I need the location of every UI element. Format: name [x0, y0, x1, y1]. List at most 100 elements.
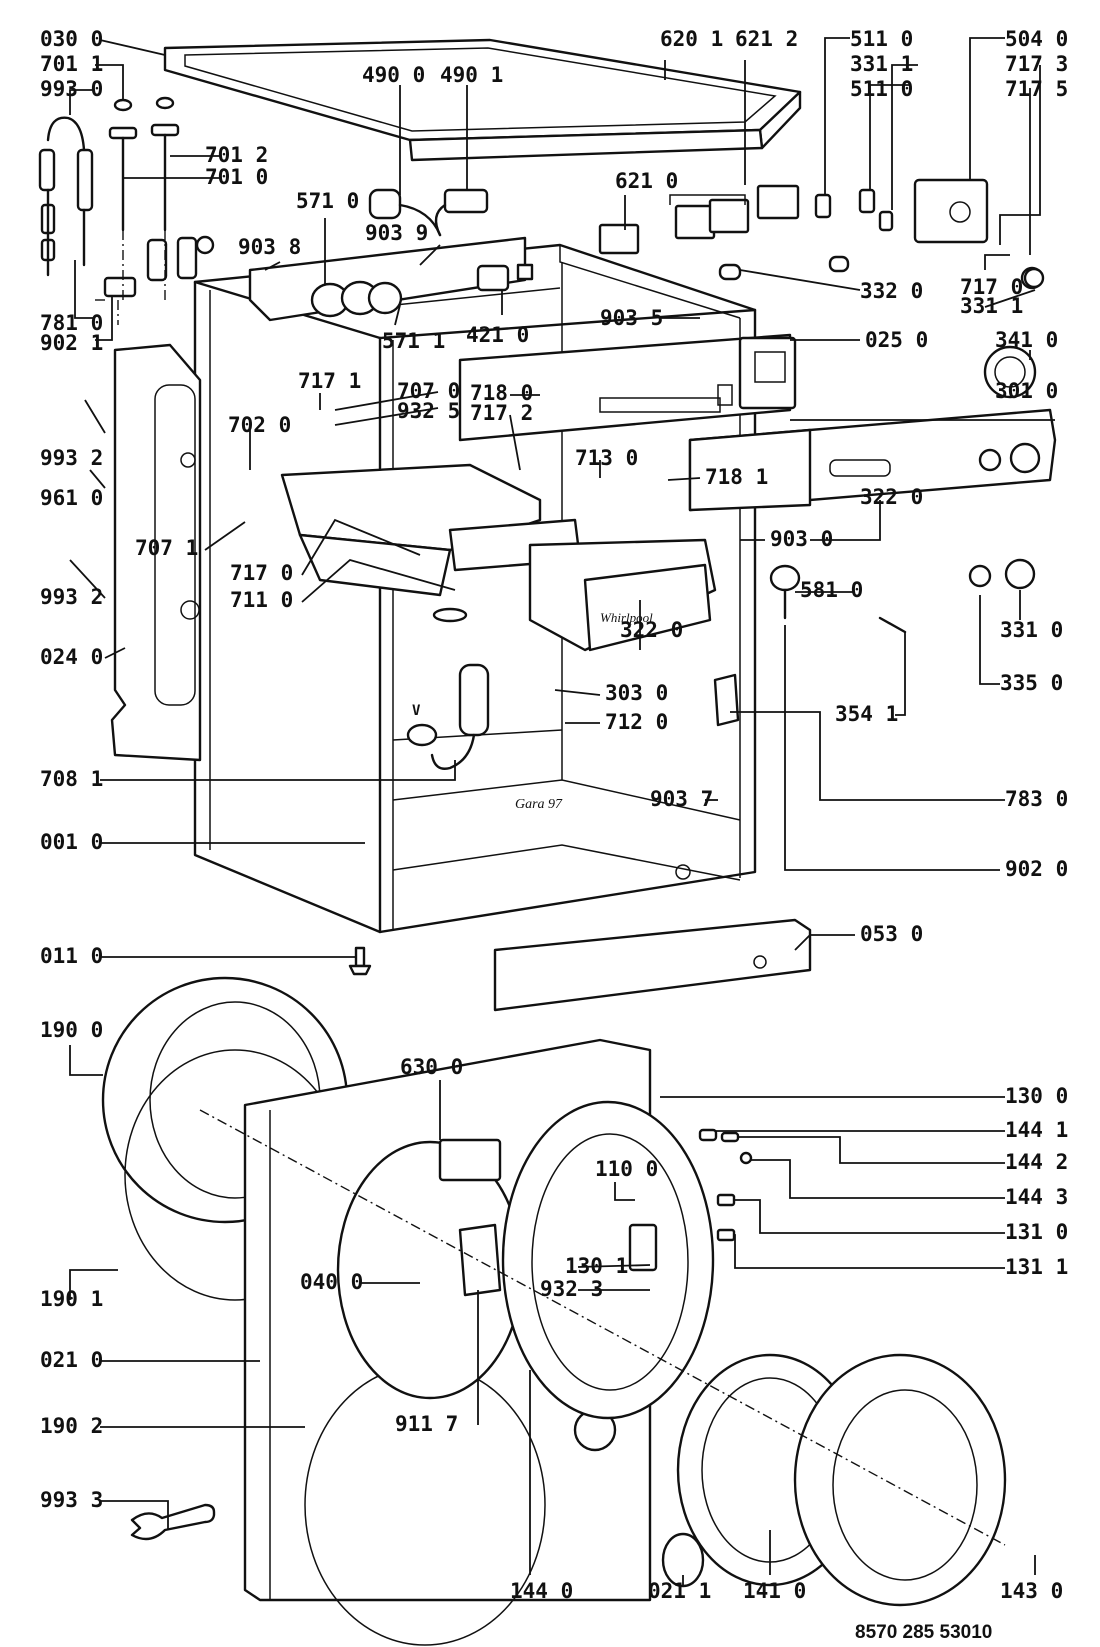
part-label-903-9: 903 9: [365, 221, 428, 245]
part-label-571-0: 571 0: [296, 189, 359, 213]
part-label-701-2: 701 2: [205, 143, 268, 167]
inner-top-panel: [248, 236, 534, 322]
part-label-144-2: 144 2: [1005, 1150, 1068, 1174]
part-label-511-0-b: 511 0: [850, 77, 913, 101]
part-label-143-0: 143 0: [1000, 1579, 1063, 1603]
door-outer-ring: [793, 1353, 1007, 1607]
part-label-713-0: 713 0: [575, 446, 638, 470]
part-label-630-0: 630 0: [400, 1055, 463, 1079]
part-label-708-1: 708 1: [40, 767, 103, 791]
part-label-421-0: 421 0: [466, 323, 529, 347]
part-label-902-1: 902 1: [40, 331, 103, 355]
part-label-303-0: 303 0: [605, 681, 668, 705]
part-label-490-1: 490 1: [440, 63, 503, 87]
part-label-717-2: 717 2: [470, 401, 533, 425]
part-label-717-0-a: 717 0: [960, 275, 1023, 299]
part-labels: 030 0 701 1 993 0 490 0 490 1 620 1 621 …: [40, 27, 1068, 1603]
part-label-581-0: 581 0: [800, 578, 863, 602]
part-label-707-1: 707 1: [135, 536, 198, 560]
part-label-301-0: 301 0: [995, 379, 1058, 403]
door-frame: [501, 1100, 715, 1420]
part-label-702-0: 702 0: [228, 413, 291, 437]
part-label-711-0: 711 0: [230, 588, 293, 612]
sump-hose: V: [406, 663, 490, 770]
part-label-717-0-b: 717 0: [230, 561, 293, 585]
part-label-783-0: 783 0: [1005, 787, 1068, 811]
detergent-drawer: Whirlpool: [528, 538, 717, 652]
inlet-valves: [108, 96, 215, 300]
part-label-712-0: 712 0: [605, 710, 668, 734]
part-label-701-1: 701 1: [40, 52, 103, 76]
part-label-932-5: 932 5: [397, 399, 460, 423]
part-label-335-0: 335 0: [1000, 671, 1063, 695]
part-label-571-1: 571 1: [382, 329, 445, 353]
part-label-701-0: 701 0: [205, 165, 268, 189]
hose-marker: V: [412, 703, 421, 719]
part-label-144-1: 144 1: [1005, 1118, 1068, 1142]
part-label-030-0: 030 0: [40, 27, 103, 51]
part-label-021-0: 021 0: [40, 1348, 103, 1372]
part-label-025-0: 025 0: [865, 328, 928, 352]
part-label-504-0: 504 0: [1005, 27, 1068, 51]
part-label-620-1: 620 1: [660, 27, 723, 51]
top-lid: [163, 38, 802, 162]
part-label-911-7: 911 7: [395, 1412, 458, 1436]
part-label-490-0: 490 0: [362, 63, 425, 87]
part-label-961-0: 961 0: [40, 486, 103, 510]
drawing: Gara 97: [38, 38, 1057, 1646]
part-label-190-0: 190 0: [40, 1018, 103, 1042]
part-label-902-0: 902 0: [1005, 857, 1068, 881]
spanner: [130, 1503, 216, 1541]
part-label-932-3: 932 3: [540, 1277, 603, 1301]
part-label-190-2: 190 2: [40, 1414, 103, 1438]
part-label-131-0: 131 0: [1005, 1220, 1068, 1244]
part-label-040-0: 040 0: [300, 1270, 363, 1294]
part-label-131-1: 131 1: [1005, 1255, 1068, 1279]
part-label-024-0: 024 0: [40, 645, 103, 669]
part-label-130-0: 130 0: [1005, 1084, 1068, 1108]
part-label-993-3: 993 3: [40, 1488, 103, 1512]
thermostat-dial: [983, 345, 1037, 399]
rear-panel: [110, 343, 202, 762]
part-label-718-1: 718 1: [705, 465, 768, 489]
part-label-190-1: 190 1: [40, 1287, 103, 1311]
part-label-903-8: 903 8: [238, 235, 301, 259]
part-label-110-0: 110 0: [595, 1157, 658, 1181]
part-label-001-0: 001 0: [40, 830, 103, 854]
part-label-130-1: 130 1: [565, 1254, 628, 1278]
fascia-panel: [688, 408, 1057, 512]
door-seal: [336, 1138, 524, 1400]
foot-screw: [348, 946, 372, 976]
wiring-harness: [368, 188, 489, 237]
switches-small: [718, 188, 894, 281]
part-label-341-0: 341 0: [995, 328, 1058, 352]
cabinet-stamp: Gara 97: [515, 797, 563, 812]
part-label-717-1: 717 1: [298, 369, 361, 393]
part-label-903-0: 903 0: [770, 527, 833, 551]
part-label-053-0: 053 0: [860, 922, 923, 946]
kickplate: [493, 918, 812, 1012]
document-number: 8570 285 53010: [855, 1622, 992, 1643]
part-label-993-2-b: 993 2: [40, 585, 103, 609]
part-label-717-5: 717 5: [1005, 77, 1068, 101]
part-label-707-0: 707 0: [397, 379, 460, 403]
part-label-621-2: 621 2: [735, 27, 798, 51]
inlet-hoses: [38, 116, 137, 325]
right-side-parts: [713, 558, 1036, 727]
part-label-354-1: 354 1: [835, 702, 898, 726]
cap: [661, 1532, 705, 1588]
part-label-331-1-a: 331 1: [850, 52, 913, 76]
part-label-331-0: 331 0: [1000, 618, 1063, 642]
electronic-modules: [598, 184, 800, 255]
part-label-781-0: 781 0: [40, 311, 103, 335]
hinge-parts: [698, 1128, 753, 1242]
part-label-141-0: 141 0: [743, 1579, 806, 1603]
part-label-331-1-b: 331 1: [960, 294, 1023, 318]
part-label-511-0-a: 511 0: [850, 27, 913, 51]
part-label-021-1: 021 1: [648, 1579, 711, 1603]
part-label-322-0-b: 322 0: [620, 618, 683, 642]
programmer: [913, 178, 1045, 290]
part-label-993-2-a: 993 2: [40, 446, 103, 470]
leader-lines: [69, 37, 1055, 1585]
